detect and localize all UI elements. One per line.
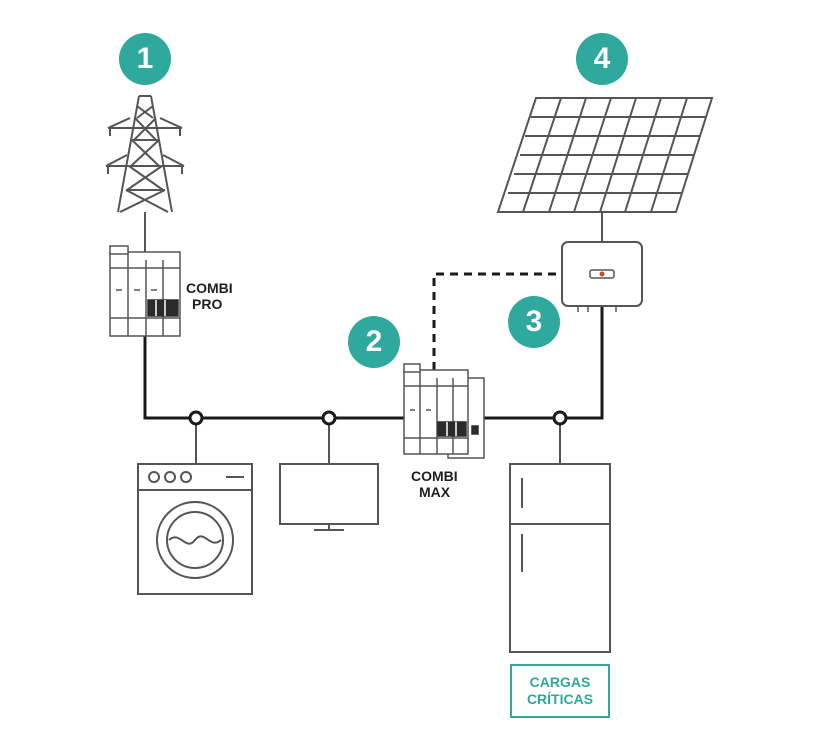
step-marker-1: 1 (119, 33, 171, 85)
combi-max-label-line2: MAX (419, 484, 451, 500)
combi-pro-label: COMBI PRO (186, 280, 233, 312)
critical-loads-line2: CRÍTICAS (526, 691, 594, 707)
combi-max-device (403, 363, 485, 459)
combi-pro-device (109, 245, 181, 337)
washing-machine-icon (137, 463, 253, 595)
step-marker-3: 3 (508, 296, 560, 348)
combi-pro-label-line1: COMBI (186, 280, 233, 296)
step-marker-2: 2 (348, 316, 400, 368)
monitor-icon (279, 463, 379, 531)
solar-panel-icon (496, 97, 714, 213)
inverter-icon (561, 241, 643, 312)
refrigerator-icon (509, 463, 611, 653)
communication-link (432, 272, 562, 370)
junction-node (321, 410, 337, 426)
critical-loads-box: CARGAS CRÍTICAS (510, 664, 610, 718)
transmission-tower-icon (105, 95, 185, 213)
junction-nodes (188, 410, 568, 426)
critical-loads-line1: CARGAS (529, 674, 591, 690)
main-wiring (143, 212, 604, 464)
step-marker-4: 4 (576, 33, 628, 85)
junction-node (188, 410, 204, 426)
combi-pro-label-line2: PRO (192, 296, 223, 312)
combi-max-label: COMBI MAX (411, 468, 458, 500)
combi-max-label-line1: COMBI (411, 468, 458, 484)
junction-node (552, 410, 568, 426)
